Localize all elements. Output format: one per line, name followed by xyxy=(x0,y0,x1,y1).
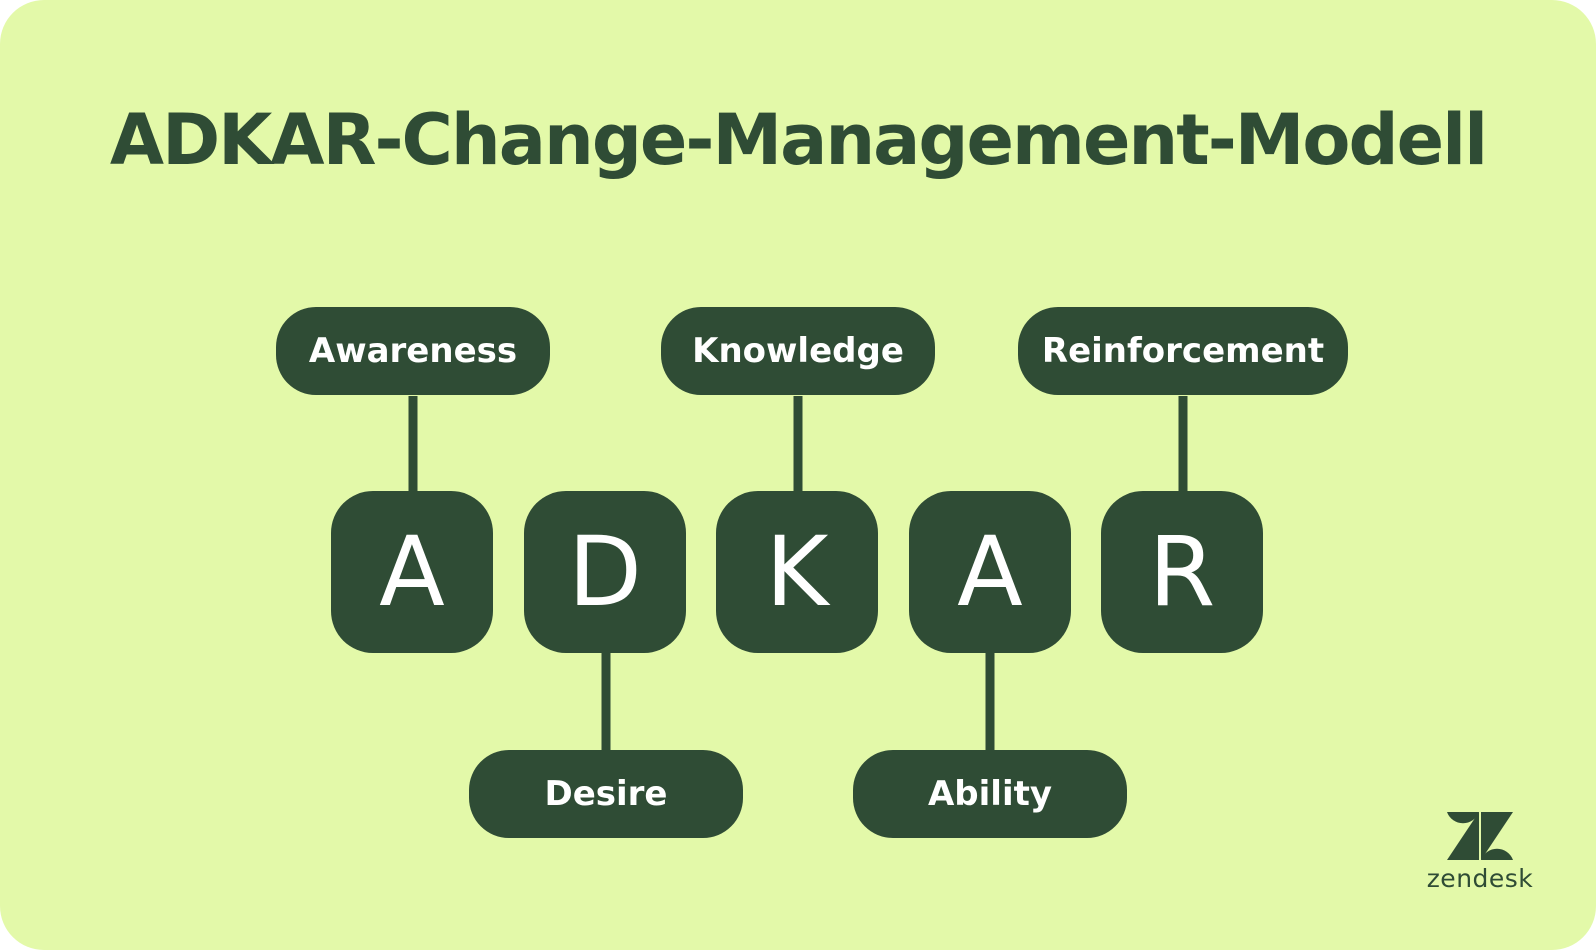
letter-box-a2: A xyxy=(909,491,1071,653)
label-awareness: Awareness xyxy=(276,307,550,395)
label-knowledge: Knowledge xyxy=(661,307,935,395)
zendesk-logo-icon xyxy=(1447,812,1513,860)
zendesk-logo: zendesk xyxy=(1418,810,1542,900)
label-desire: Desire xyxy=(469,750,743,838)
label-ability: Ability xyxy=(853,750,1127,838)
letter-box-r: R xyxy=(1101,491,1263,653)
label-reinforcement: Reinforcement xyxy=(1018,307,1348,395)
diagram-title: ADKAR-Change-Management-Modell xyxy=(109,99,1488,181)
letter-box-a: A xyxy=(331,491,493,653)
zendesk-wordmark: zendesk xyxy=(1426,864,1534,893)
letter-box-k: K xyxy=(716,491,878,653)
letter-box-d: D xyxy=(524,491,686,653)
